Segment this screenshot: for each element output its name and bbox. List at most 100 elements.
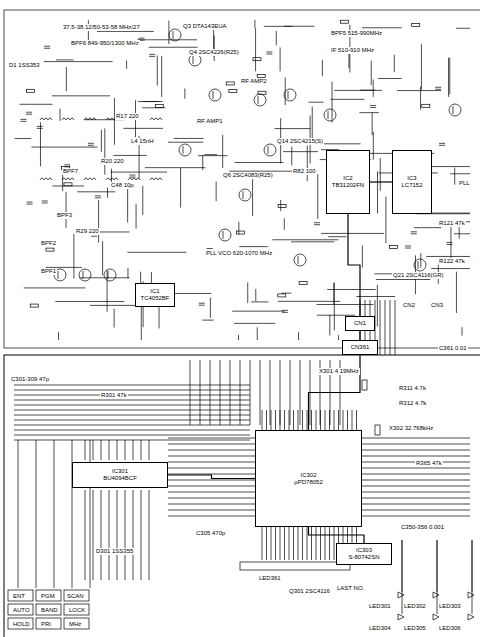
bus-wire	[370, 181, 392, 182]
wire	[317, 174, 318, 219]
resistor-symbol	[299, 281, 307, 284]
bus-wire	[293, 527, 294, 560]
transistor-symbol	[169, 29, 181, 41]
wire	[216, 181, 217, 201]
bus-wire	[362, 450, 470, 451]
transistor-symbol	[298, 256, 299, 264]
wire	[371, 61, 372, 86]
wire	[56, 59, 73, 60]
bus-wire	[262, 410, 263, 430]
led-symbol	[398, 592, 404, 598]
wire	[298, 332, 299, 340]
wire	[114, 98, 115, 145]
wire	[174, 138, 204, 139]
led-wire	[472, 540, 473, 614]
input-wire	[14, 385, 250, 386]
bus-wire	[311, 527, 312, 560]
bus-wire	[168, 504, 255, 505]
wire	[448, 58, 449, 97]
bus-wire	[325, 527, 326, 560]
pin-wire	[125, 490, 126, 580]
bus-wire	[271, 410, 272, 430]
bus-wire	[168, 468, 255, 469]
wire	[456, 272, 457, 313]
bus-wire	[168, 480, 255, 481]
bus-wire	[302, 410, 303, 430]
bus-wire	[329, 527, 330, 560]
bus-wire	[352, 410, 353, 430]
ribbon-wire	[390, 300, 391, 355]
capacitor-symbol	[266, 53, 272, 54]
ic-text: LC7152	[401, 182, 422, 189]
ic-text: IC3	[407, 175, 416, 182]
wire	[414, 227, 441, 228]
resistor-symbol	[46, 248, 54, 251]
wire	[97, 31, 154, 32]
wire	[247, 282, 248, 303]
wire	[234, 323, 275, 324]
wire	[235, 162, 284, 163]
part-label: PLL VCO 620-1070 MHz	[205, 250, 273, 257]
part-label: CN3	[430, 302, 444, 309]
coil-symbol	[84, 118, 96, 120]
wire	[329, 315, 330, 336]
bus-wire	[109, 440, 110, 460]
wire	[98, 200, 99, 242]
ic-text: IC1	[150, 288, 159, 295]
transistor-symbol	[324, 109, 336, 121]
capacitor-symbol	[405, 248, 411, 249]
bus-wire	[298, 410, 299, 430]
part-label: Q4 2SC4226(R25)	[188, 49, 240, 56]
bus-wire	[275, 527, 276, 560]
capacitor-symbol	[37, 126, 43, 127]
bus-wire	[362, 492, 470, 493]
part-label: BPF5 515-990MHz	[330, 30, 383, 37]
pin-wire	[101, 490, 102, 580]
key-switch	[36, 618, 61, 629]
wire	[102, 241, 103, 275]
part-label: R29 220	[75, 228, 100, 235]
bus-wire	[271, 527, 272, 560]
transistor-symbol	[328, 111, 329, 119]
part-label: LED304	[368, 625, 392, 632]
wire	[136, 204, 137, 229]
bus-wire	[302, 527, 303, 560]
led-symbol	[468, 614, 474, 620]
wire	[168, 142, 203, 143]
part-label: LED303	[438, 603, 462, 610]
part-label: R365 47k	[415, 460, 443, 467]
capacitor-symbol	[370, 107, 376, 108]
part-label: Q6 2SC4083(R25)	[222, 172, 274, 179]
bus-wire	[362, 468, 470, 469]
bus-wire	[284, 527, 285, 560]
coil-symbol	[150, 178, 162, 180]
pin-wire	[109, 490, 110, 580]
bus-wire	[362, 516, 470, 517]
wire	[58, 332, 59, 340]
capacitor-symbol	[88, 143, 94, 144]
vertical-wire	[290, 360, 291, 425]
wire	[378, 78, 402, 79]
bus-wire	[168, 516, 255, 517]
bus-wire	[168, 444, 255, 445]
wire	[52, 95, 110, 96]
part-label: ENT	[12, 593, 26, 600]
part-label: R20 220	[100, 158, 125, 165]
part-label: HOLD	[12, 621, 31, 628]
resistor-symbol	[422, 104, 430, 107]
wire	[450, 173, 470, 174]
resistor-symbol	[257, 74, 265, 77]
wire	[278, 301, 341, 302]
wire	[145, 167, 205, 168]
resistor-symbol	[278, 205, 286, 208]
bus-wire	[168, 462, 255, 463]
wire	[327, 289, 375, 290]
resistor-symbol	[155, 105, 163, 108]
capacitor-symbol	[149, 54, 155, 55]
capacitor-symbol	[20, 119, 26, 120]
led-symbol	[468, 592, 474, 598]
part-label: LAST NO.	[336, 585, 365, 592]
transistor-symbol	[104, 269, 116, 281]
part-label: Q3 DTA143EUA	[182, 23, 228, 30]
